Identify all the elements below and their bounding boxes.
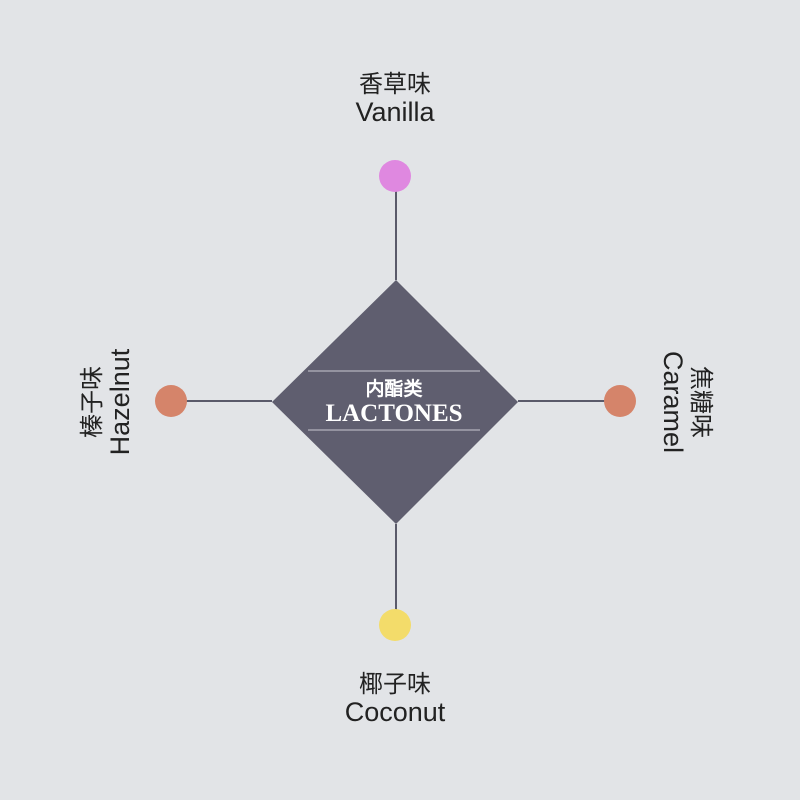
label-caramel: 焦糖味 Caramel — [657, 307, 715, 497]
label-hazelnut: 榛子味 Hazelnut — [78, 307, 136, 497]
label-en: Coconut — [344, 697, 446, 728]
center-diamond — [272, 280, 518, 524]
dot-hazelnut — [155, 385, 187, 417]
label-coconut: 椰子味 Coconut — [300, 671, 490, 728]
label-zh: 香草味 — [359, 71, 431, 98]
center-label: 内酯类 LACTONES — [308, 371, 480, 430]
dot-vanilla — [379, 160, 411, 192]
label-en: Caramel — [657, 351, 688, 454]
center-label-zh: 内酯类 — [365, 379, 423, 400]
label-zh: 榛子味 — [78, 366, 106, 439]
dot-caramel — [604, 385, 636, 417]
label-en: Hazelnut — [105, 348, 136, 456]
label-zh: 椰子味 — [359, 671, 431, 698]
label-vanilla: 香草味 Vanilla — [300, 71, 490, 128]
label-en: Vanilla — [355, 97, 435, 128]
label-zh: 焦糖味 — [687, 366, 715, 439]
dot-coconut — [379, 609, 411, 641]
center-label-en: LACTONES — [325, 400, 463, 427]
